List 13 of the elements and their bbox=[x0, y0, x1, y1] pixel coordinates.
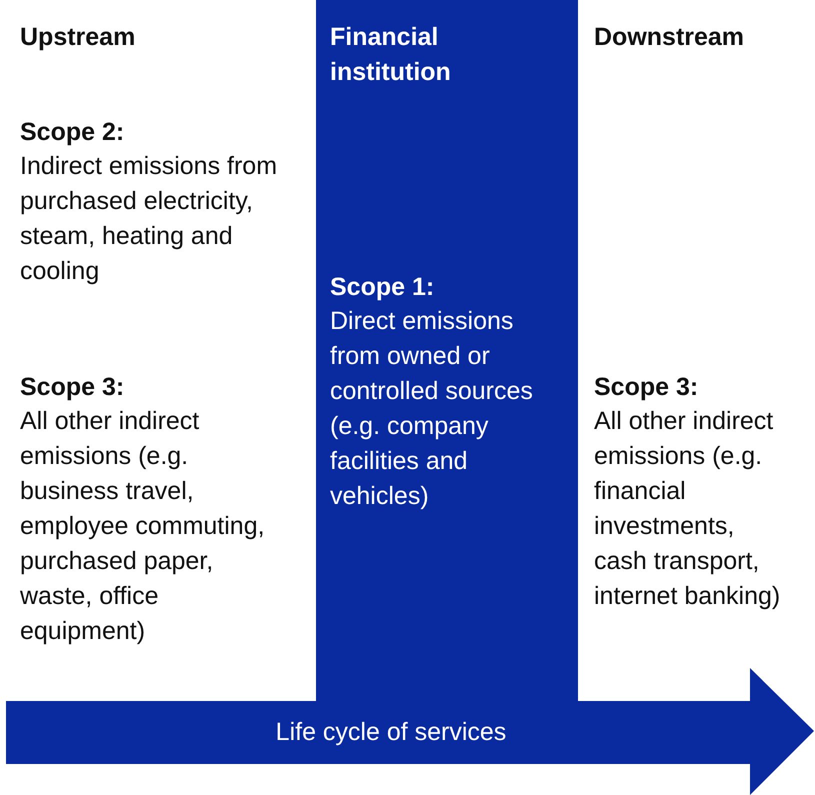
scope-description: All other indirect emissions (e.g. business travel, employee commuting, purchased paper, waste, office equipment) bbox=[20, 406, 266, 647]
column-heading: Financial institution bbox=[330, 22, 452, 88]
scope-description: Direct emissions from owned or controlled sources (e.g. company facilities and vehicles) bbox=[330, 306, 534, 512]
scope-description: Indirect emissions from purchased electricity, steam, heating and cooling bbox=[20, 151, 278, 287]
column-band bbox=[316, 0, 578, 702]
scope-heading: Scope 1: bbox=[330, 272, 436, 303]
scope-description: All other indirect emissions (e.g. financial investments, cash transport, internet banking) bbox=[594, 406, 782, 612]
scope-heading: Scope 3: bbox=[594, 372, 700, 403]
column-heading: Upstream bbox=[20, 22, 136, 53]
arrow-label: Life cycle of services bbox=[274, 717, 508, 748]
scope-heading: Scope 2: bbox=[20, 117, 126, 148]
column-heading: Downstream bbox=[594, 22, 746, 53]
scope-heading: Scope 3: bbox=[20, 372, 126, 403]
